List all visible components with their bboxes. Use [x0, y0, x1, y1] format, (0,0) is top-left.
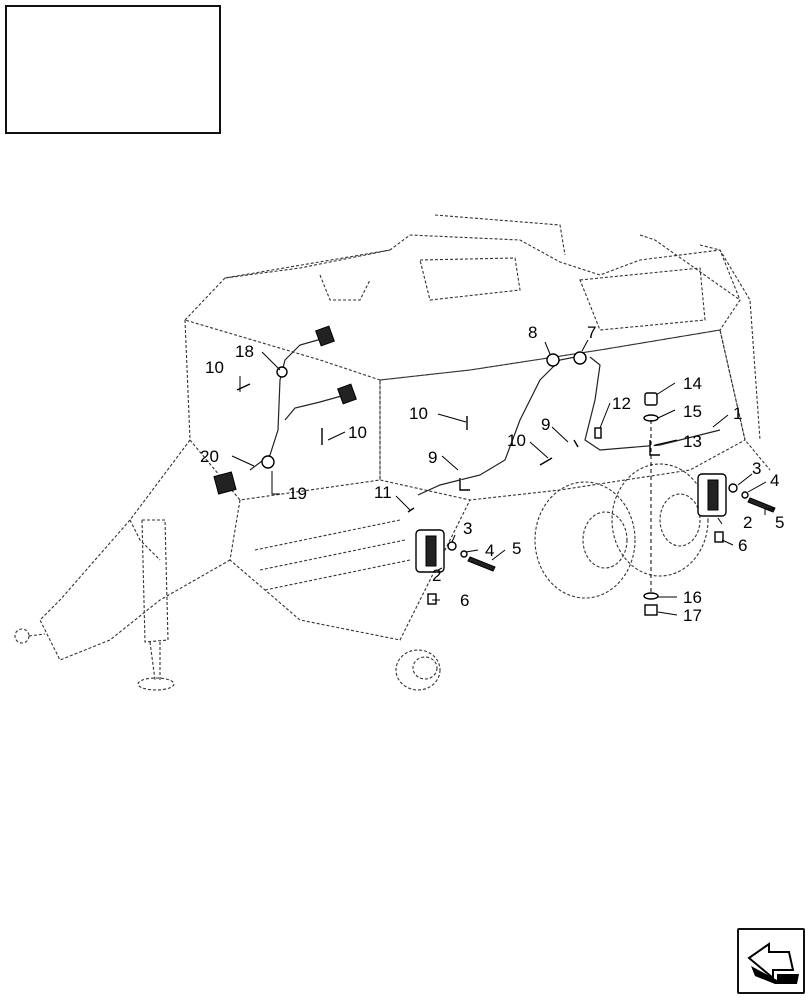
callout-2: 2	[743, 513, 752, 532]
next-page-arrow-icon[interactable]	[737, 928, 805, 994]
callout-9: 9	[541, 415, 550, 434]
callout-13: 13	[683, 432, 702, 451]
callout-10: 10	[507, 431, 526, 450]
arrow-icon	[747, 942, 799, 984]
callout-15: 15	[683, 402, 702, 421]
callout-3: 3	[463, 519, 472, 538]
callout-6: 6	[460, 591, 469, 610]
callout-labels: 1 2 2 3 3 4 4 5 5 6 6 7 8 9 9 10 10 10 1…	[200, 323, 784, 625]
callout-9: 9	[428, 448, 437, 467]
callout-20: 20	[200, 447, 219, 466]
callout-10: 10	[409, 404, 428, 423]
callout-10: 10	[205, 358, 224, 377]
connectors	[213, 325, 660, 495]
leader-lines	[231, 339, 775, 616]
callout-5: 5	[775, 513, 784, 532]
callout-5: 5	[512, 539, 521, 558]
callout-19: 19	[288, 484, 307, 503]
callout-10: 10	[348, 423, 367, 442]
callout-2: 2	[432, 566, 441, 585]
title-block-frame	[5, 5, 221, 134]
callout-4: 4	[485, 541, 494, 560]
callout-14: 14	[683, 374, 702, 393]
callout-8: 8	[528, 323, 537, 342]
callout-12: 12	[612, 394, 631, 413]
baler-machine-outline	[14, 214, 771, 691]
callout-18: 18	[235, 342, 254, 361]
callout-1: 1	[733, 404, 742, 423]
callout-4: 4	[770, 471, 779, 490]
callout-17: 17	[683, 606, 702, 625]
callout-3: 3	[752, 459, 761, 478]
callout-7: 7	[587, 323, 596, 342]
callout-11: 11	[374, 483, 392, 502]
callout-6: 6	[738, 536, 747, 555]
callout-16: 16	[683, 588, 702, 607]
